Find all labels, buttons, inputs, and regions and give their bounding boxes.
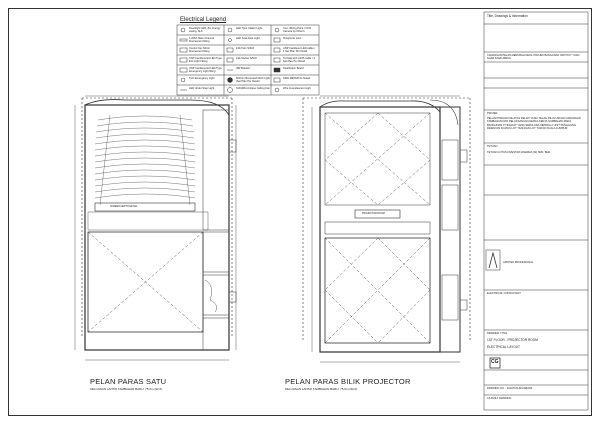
project-name: CADANGAN PELAN MERUBAH KECIL PROJEK BANG… — [487, 54, 580, 60]
emergency-light-icon — [179, 67, 188, 73]
recessed-light-icon — [227, 77, 233, 83]
right-plan-subtitle: KELUASAN LANTAI TAMBAHAN BARU: 75.6m (92… — [285, 387, 358, 391]
left-floor-plan — [74, 95, 237, 361]
drawing-status: AS BUILT DRAWING — [487, 397, 512, 400]
client-name: TETUAN LOTUS FIVESTAR CINEMAS (M) SDN. B… — [487, 151, 551, 154]
data-point-icon — [273, 57, 281, 63]
legend-item: Wire Incandescent Light — [283, 87, 311, 90]
clatter-light-icon — [227, 27, 233, 33]
legend-item: 13A Twin S/S/O — [236, 47, 255, 50]
architect-stamp-icon — [485, 249, 501, 271]
downlight-icon — [180, 27, 186, 33]
camera-point-icon — [274, 27, 280, 33]
legend-item: 600mm Recessed Ditch Light (Set Plan Per… — [236, 77, 270, 83]
notes-title: PROJEK: — [487, 112, 499, 115]
company-logo-icon — [489, 357, 501, 369]
drawing-title-label: DRAWING TITLE — [487, 332, 508, 335]
socket-icon — [226, 57, 234, 63]
legend-title: Electrical Legend — [180, 17, 227, 23]
led-cable-icon — [273, 47, 281, 53]
right-plan-title: PELAN PARAS BILIK PROJECTOR — [285, 377, 411, 386]
legend-item: KWH METER As Noted — [283, 77, 311, 80]
legend-item: 1.2Mx1 Bare Channel Fluorescent fitting — [189, 37, 215, 43]
legend-item: LED Seat Aisle Light — [236, 37, 260, 40]
legend-item: UNP Cantilever LED cable / 1 Set Plan Pe… — [283, 47, 315, 53]
fluorescent-icon — [179, 38, 188, 42]
electrical-legend-box — [176, 24, 320, 96]
twin-socket-icon — [226, 47, 234, 53]
drawing-subtitle: ELECTRICAL LAYOUT — [487, 345, 520, 349]
incandescent-icon — [274, 87, 280, 93]
mirror-fluorescent-icon — [179, 47, 188, 53]
legend-item: SUNARA Antique Ceiling Fan — [236, 87, 270, 90]
kwh-meter-icon — [273, 77, 281, 83]
legend-item: ISR Bracket — [236, 67, 250, 70]
legend-item: LED Type Clatter Light — [236, 27, 263, 30]
legend-item: UNP Cantilevered LED Type Exit Light Fit… — [189, 57, 222, 63]
legend-item: Downlight LED, 8w, Energy saving, 6LK — [189, 27, 221, 33]
aisle-light-icon — [228, 38, 232, 42]
title-block — [483, 11, 589, 411]
legend-item: 13A Socket S/S/O — [236, 57, 257, 60]
legend-item: To Data with CAT6 cable / 1 Set Plan Per… — [283, 57, 315, 63]
drawing-title: 1ST FLOOR - PROJECTOR ROOM — [487, 338, 538, 342]
screen-label: SCREEN DEPTH DETAIL — [110, 205, 138, 208]
distribution-board-icon — [273, 67, 281, 73]
left-plan-subtitle: KELUASAN LANTAI TAMBAHAN BARU: 75.6m (92… — [90, 387, 163, 391]
legend-item: Twin Emergency Light — [189, 77, 215, 80]
telephone-icon — [273, 37, 281, 43]
architect-label: ARKITEK PROFESIONAL — [503, 261, 534, 264]
exit-light-icon — [179, 57, 188, 63]
legend-item: Con. Wiring Point / CCN Camera by Other'… — [283, 27, 311, 33]
company-logo: CG — [491, 359, 499, 365]
legend-item: Control Key Mirror Fluorescent fitting — [189, 47, 211, 53]
consultant-label: ELECTRICAL CONSULTANT — [487, 292, 521, 295]
legend-symbols — [179, 27, 281, 93]
projector-label: PROJECTOR ROOM — [362, 212, 385, 215]
client-label: TETUAN — [487, 145, 498, 148]
legend-item: Distribution Board — [283, 67, 304, 70]
legend-item: LED Under Step Light — [189, 87, 215, 90]
title-block-header: Title, Drawings & Information — [487, 14, 528, 18]
drawing-number: DRAWING NO. : 2012/COL/EC/AB/034 — [487, 387, 533, 390]
right-floor-plan — [302, 95, 471, 363]
sheet-border — [8, 8, 592, 416]
project-notes: PELAN PINDAAN KE ATAS PELAN YANG TELAH D… — [487, 117, 581, 131]
twin-emergency-icon — [180, 77, 186, 83]
legend-item: Telephone point — [283, 37, 302, 40]
left-plan-title: PELAN PARAS SATU — [90, 377, 167, 386]
legend-item: UNP Cantilevered LED Type Emergency Ligh… — [189, 67, 222, 73]
ceiling-fan-icon — [227, 87, 233, 93]
